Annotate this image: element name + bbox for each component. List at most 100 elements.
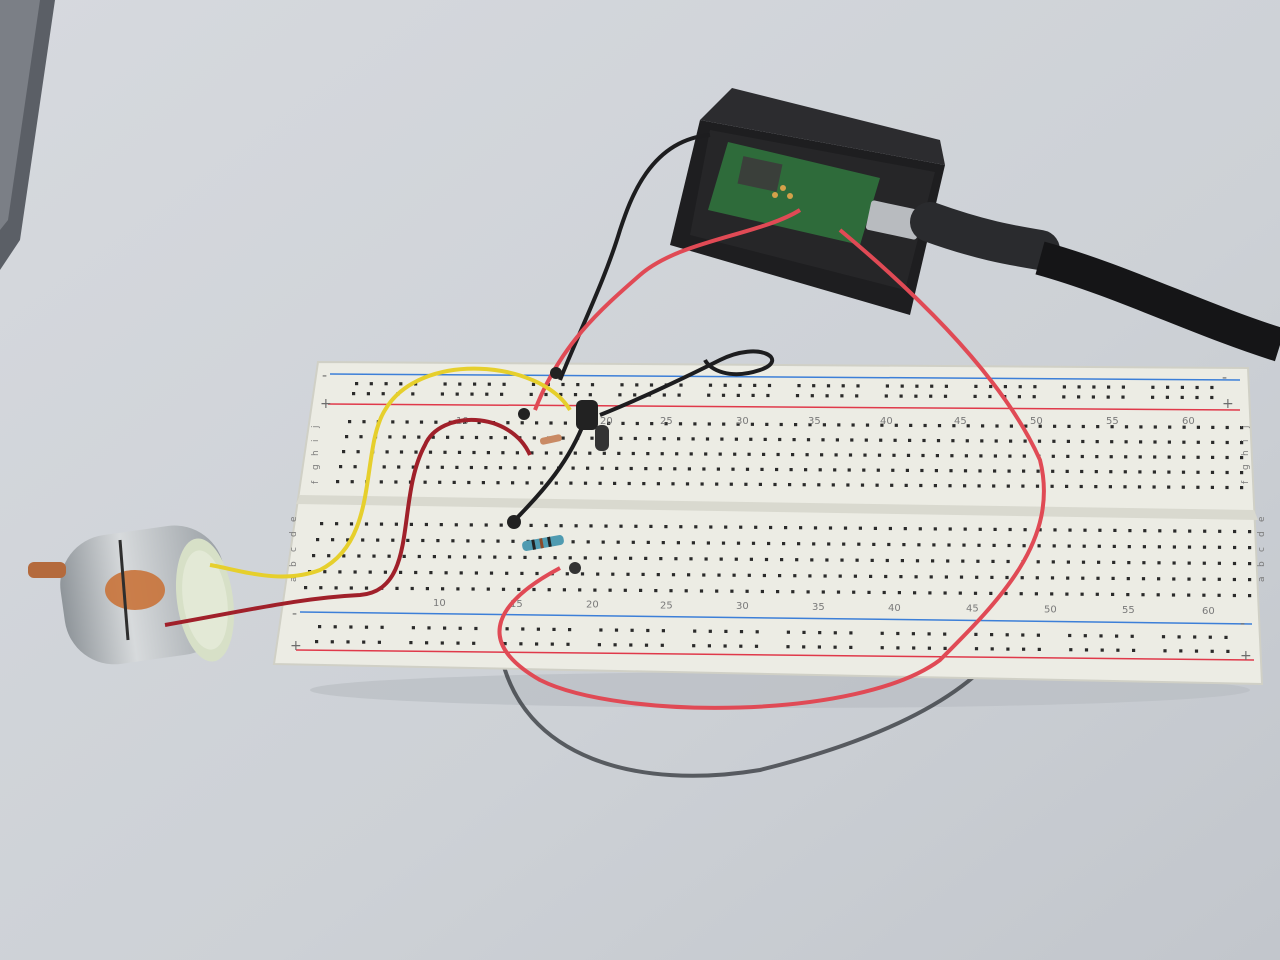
breadboard-hole [530, 451, 534, 455]
breadboard-hole [1123, 485, 1127, 489]
breadboard-hole [580, 572, 585, 576]
breadboard-hole [478, 555, 482, 559]
breadboard-hole [1111, 592, 1115, 596]
row-letter-top: i [1241, 439, 1251, 442]
breadboard-hole [600, 466, 604, 470]
breadboard-hole [880, 423, 884, 427]
breadboard-hole [444, 571, 448, 575]
breadboard-hole [617, 451, 621, 455]
breadboard-hole [702, 467, 706, 471]
breadboard-hole [988, 394, 992, 399]
breadboard-hole [977, 543, 981, 547]
rail-blue-top [329, 373, 1241, 381]
breadboard-hole [734, 557, 738, 561]
breadboard-hole [593, 588, 597, 592]
breadboard-hole [784, 526, 788, 530]
wire-red-power [533, 208, 802, 411]
breadboard-hole [1210, 385, 1214, 390]
breadboard-hole [964, 454, 968, 458]
breadboard-hole [975, 575, 979, 579]
breadboard-hole [505, 571, 509, 575]
column-number-top: 20 [600, 416, 613, 427]
breadboard-hole [847, 468, 851, 472]
rail-plus-top-right: + [1222, 396, 1234, 412]
breadboard-hole [715, 589, 719, 593]
column-number-bottom: 40 [888, 603, 901, 614]
breadboard-hole [890, 483, 894, 487]
breadboard-hole [1023, 528, 1027, 532]
breadboard-hole [459, 571, 463, 575]
breadboard-hole [1050, 484, 1054, 488]
breadboard-hole [472, 641, 476, 645]
breadboard-hole [469, 523, 473, 527]
breadboard-hole [1202, 593, 1206, 597]
row-letter-top: g [1241, 464, 1251, 470]
breadboard-hole [1156, 593, 1160, 597]
breadboard-hole [812, 384, 816, 388]
breadboard-hole [993, 469, 997, 473]
breadboard-hole [806, 438, 811, 442]
breadboard-hole [917, 543, 921, 547]
breadboard-hole [1053, 424, 1057, 428]
breadboard-hole [421, 538, 425, 543]
breadboard-hole [865, 423, 870, 427]
breadboard-hole [754, 644, 759, 648]
rail-minus-top-right: - [1222, 370, 1227, 386]
breadboard-hole [930, 384, 934, 388]
breadboard-hole [1142, 545, 1146, 549]
breadboard-hole [919, 483, 923, 488]
breadboard-hole [644, 467, 648, 471]
breadboard-hole [424, 522, 428, 527]
breadboard-hole [723, 383, 727, 387]
breadboard-hole [399, 382, 403, 386]
breadboard-hole [366, 392, 370, 396]
breadboard-hole [1187, 577, 1191, 581]
breadboard-hole [679, 525, 683, 529]
breadboard-hole [921, 453, 925, 458]
breadboard-hole [767, 541, 771, 546]
breadboard-hole [1142, 561, 1146, 565]
breadboard-hole [837, 423, 841, 427]
column-number-bottom: 10 [433, 598, 446, 609]
breadboard-hole [469, 465, 473, 470]
breadboard-hole [1065, 484, 1069, 488]
breadboard-hole [858, 526, 862, 530]
breadboard-hole [946, 559, 950, 563]
row-letter-bottom: e [1257, 516, 1267, 522]
breadboard-hole [914, 394, 918, 398]
breadboard-hole [629, 556, 633, 560]
breadboard-hole [456, 587, 460, 591]
breadboard-hole [559, 451, 563, 455]
rail-minus-top-left: - [322, 368, 327, 384]
breadboard-hole [618, 393, 622, 397]
breadboard-hole [486, 587, 490, 591]
breadboard-hole [922, 438, 926, 443]
breadboard-hole [1167, 470, 1171, 474]
breadboard-hole [621, 421, 625, 425]
breadboard-hole [1066, 439, 1070, 443]
breadboard-hole [1182, 440, 1186, 444]
breadboard-hole [821, 438, 825, 442]
breadboard-hole [521, 627, 525, 631]
breadboard-hole [1004, 591, 1008, 596]
breadboard-hole [966, 424, 970, 428]
breadboard-hole [597, 643, 601, 647]
breadboard-hole [451, 539, 455, 543]
breadboard-hole [705, 437, 710, 441]
breadboard-hole [989, 591, 993, 595]
breadboard-hole [353, 570, 357, 574]
column-number-bottom: 45 [966, 604, 979, 615]
breadboard-hole [540, 481, 544, 485]
breadboard-hole [382, 465, 386, 469]
row-letter-bottom: a [1257, 576, 1267, 582]
breadboard-hole [1062, 385, 1066, 389]
breadboard-hole [333, 625, 337, 629]
breadboard-hole [1210, 485, 1214, 489]
breadboard-hole [1158, 529, 1162, 533]
breadboard-hole [693, 629, 697, 633]
breadboard-hole [1036, 560, 1040, 564]
breadboard-hole [391, 420, 395, 424]
breadboard-hole [1196, 470, 1200, 474]
breadboard-hole [877, 453, 882, 457]
breadboard-hole [346, 538, 350, 542]
